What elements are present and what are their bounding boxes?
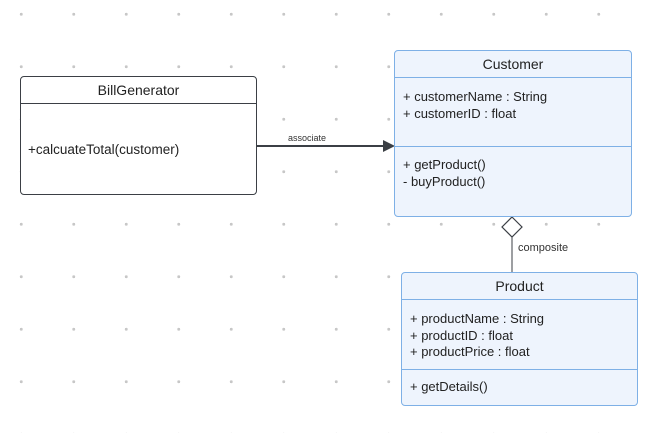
method: +calcuateTotal(customer) bbox=[28, 142, 180, 157]
composition-label: composite bbox=[518, 242, 569, 254]
method: + getDetails() bbox=[410, 379, 488, 394]
attribute: + productPrice : float bbox=[410, 344, 530, 359]
association-label: associate bbox=[288, 133, 327, 143]
attribute: + customerID : float bbox=[403, 105, 517, 121]
class-product[interactable]: Product + productName : String + product… bbox=[401, 272, 638, 406]
methods-section: + getDetails() bbox=[402, 370, 637, 396]
attributes-section: + customerName : String + customerID : f… bbox=[395, 78, 631, 147]
method: + getProduct() bbox=[403, 157, 486, 172]
methods-section: +calcuateTotal(customer) bbox=[21, 104, 256, 159]
attribute: + productID : float bbox=[410, 327, 513, 343]
attribute: + customerName : String bbox=[403, 89, 548, 104]
class-name: Product bbox=[402, 273, 637, 300]
class-customer[interactable]: Customer + customerName : String + custo… bbox=[394, 50, 632, 217]
class-name: Customer bbox=[395, 51, 631, 78]
association-arrowhead bbox=[383, 140, 395, 152]
methods-section: + getProduct() - buyProduct() bbox=[395, 147, 631, 190]
composition-diamond bbox=[501, 216, 523, 238]
class-billgenerator[interactable]: BillGenerator +calcuateTotal(customer) bbox=[20, 76, 257, 195]
method: - buyProduct() bbox=[403, 173, 486, 189]
attribute: + productName : String bbox=[410, 311, 545, 326]
attributes-section: + productName : String + productID : flo… bbox=[402, 300, 637, 370]
class-name: BillGenerator bbox=[21, 77, 256, 104]
